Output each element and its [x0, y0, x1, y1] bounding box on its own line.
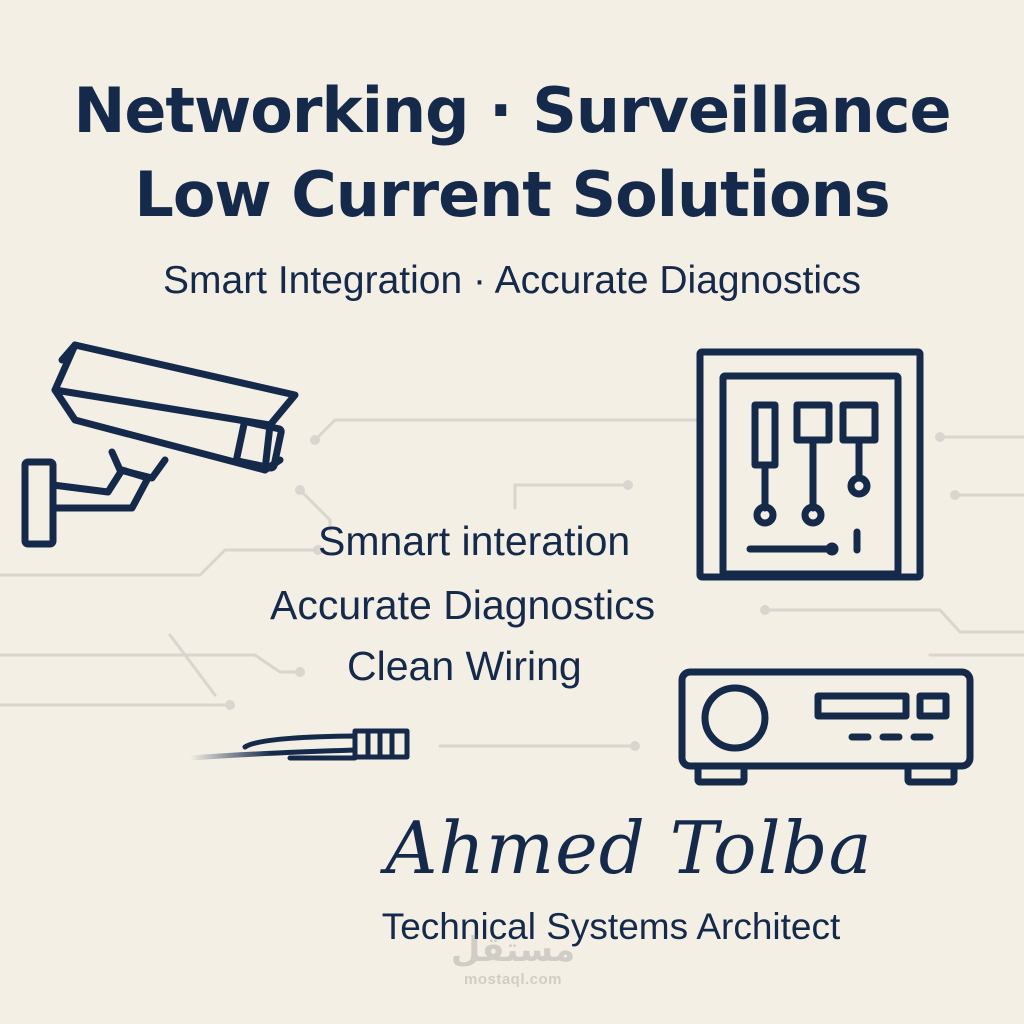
feature-item: Accurate Diagnostics [270, 582, 656, 628]
subtitle: Smart Integration · Accurate Diagnostics [163, 259, 861, 302]
watermark-logo-text: مستقل [450, 930, 576, 970]
headline-line-2: Low Current Solutions [134, 158, 890, 231]
watermark: مستقل mostaql.com [408, 930, 618, 1010]
feature-item: Smnart interation [318, 518, 631, 564]
signature-role: Technical Systems Architect [381, 906, 841, 947]
feature-item: Clean Wiring [347, 643, 582, 689]
headline-line-1: Networking · Surveillance [73, 74, 951, 147]
signature-name: Ahmed Tolba [385, 806, 873, 890]
watermark-url: mostaql.com [463, 970, 563, 988]
